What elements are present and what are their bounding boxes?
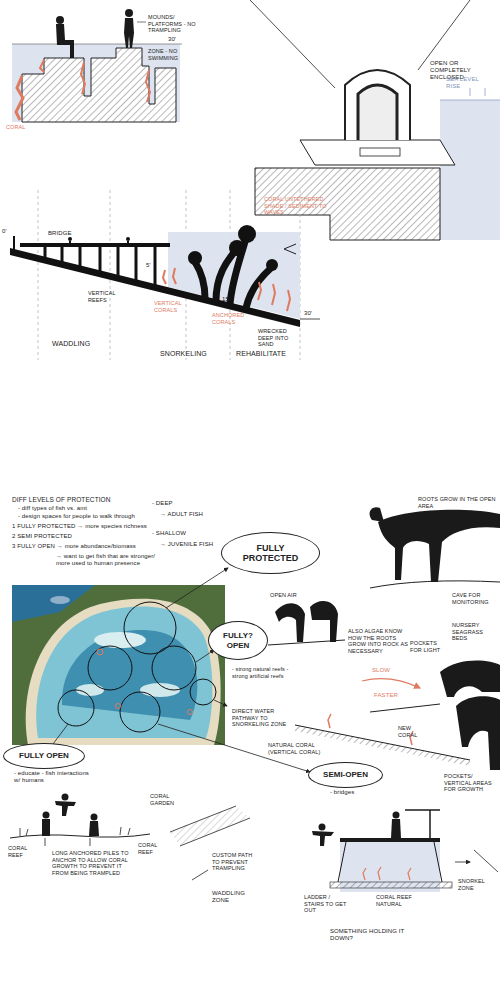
annotation: CUSTOM PATH TO PREVENT TRAMPLING — [212, 852, 258, 872]
zone-title: FULLY? OPEN — [221, 631, 255, 649]
annotation: ANCHORED CORALS — [212, 312, 252, 325]
annotation: SLOW — [372, 667, 396, 674]
annotation: WADDLING ZONE — [212, 890, 258, 904]
annotation: 30' — [304, 310, 322, 317]
circled-zone: SEMI-OPEN — [308, 762, 383, 788]
annotation: → want to get fish that are stronger/ mo… — [56, 553, 166, 567]
annotation: 2 SEMI PROTECTED — [12, 533, 112, 540]
annotation: NEW CORAL — [398, 725, 428, 738]
annotation: 5' — [146, 262, 158, 269]
annotation: ROOTS GROW IN THE OPEN AREA — [418, 496, 496, 509]
annotation: OPEN AIR — [270, 592, 302, 599]
annotation: NURSERY SEAGRASS BEDS — [452, 622, 496, 642]
annotation: CORAL GARDEN — [150, 793, 190, 806]
annotation: - strong natural reefs - strong artifici… — [232, 666, 290, 679]
annotation: POCKETS/ VERTICAL AREAS FOR GROWTH — [444, 773, 496, 793]
annotation: SNORKEL ZONE — [458, 878, 496, 891]
zone-title: FULLY PROTECTED — [240, 543, 302, 564]
annotation: → JUVENILE FISH — [160, 541, 220, 548]
annotation: CORAL — [6, 124, 40, 131]
annotation: VERTICAL REEFS — [88, 290, 124, 303]
annotation: CAVE FOR MONITORING — [452, 592, 496, 605]
annotation: → ADULT FISH — [160, 511, 220, 518]
circled-zone: FULLY? OPEN — [208, 621, 268, 660]
annotation: SEA LEVEL RISE — [446, 76, 494, 90]
annotation: SOMETHING HOLDING IT DOWN? — [330, 928, 420, 942]
annotation: 3 FULLY OPEN → more abundance/biomass — [12, 543, 152, 550]
zone-title: FULLY OPEN — [19, 751, 69, 760]
annotation: 1 FULLY PROTECTED → more species richnes… — [12, 523, 152, 530]
annotation: FASTER — [374, 692, 404, 699]
annotation: MOUNDS/ PLATFORMS - NO TRAMPLING — [148, 14, 200, 34]
circled-zone: FULLY PROTECTED — [221, 532, 320, 574]
annotation: SNORKELING — [160, 350, 218, 358]
annotation: POCKETS FOR LIGHT — [410, 640, 442, 653]
annotation: - DEEP — [152, 500, 192, 507]
annotation: DIRECT WATER PATHWAY TO SNORKELING ZONE — [232, 708, 290, 728]
annotation: BRIDGE — [48, 230, 82, 237]
annotation: REHABILITATE — [236, 350, 298, 358]
annotation: CORAL REEF — [138, 842, 168, 855]
circled-zone: FULLY OPEN — [3, 743, 85, 769]
annotation: 0' — [2, 228, 16, 235]
annotation: NATURAL CORAL (VERTICAL CORAL) — [268, 742, 324, 755]
annotation: - SHALLOW — [152, 530, 197, 537]
annotation: LADDER / STAIRS TO GET OUT — [304, 894, 348, 914]
annotation: WRECKED DEEP INTO SAND — [258, 328, 300, 348]
annotation: 30' — [168, 36, 188, 43]
annotation: - diff types of fish vs. amt — [18, 505, 148, 512]
annotation: - design spaces for people to walk throu… — [18, 513, 158, 520]
annotation: CORAL UNTETHERED SHADE / SEDIMENT TO WAV… — [264, 196, 334, 216]
annotation: VERTICAL CORALS — [154, 300, 190, 313]
annotation: 15' — [222, 296, 236, 303]
annotation: CORAL REEF — [8, 845, 40, 858]
annotation: - educate - fish interactions w/ humans — [14, 770, 96, 784]
annotation: CORAL REEF NATURAL — [376, 894, 426, 907]
annotation: WADDLING — [52, 340, 102, 348]
annotation: ZONE - NO SWIMMING — [148, 48, 198, 61]
annotation: LONG ANCHORED PILES TO ANCHOR TO ALLOW C… — [52, 850, 130, 876]
annotation: ALSO ALGAE KNOW HOW THE ROOTS GROW INTO … — [348, 628, 410, 654]
zone-title: SEMI-OPEN — [323, 770, 368, 779]
annotation: - bridges — [330, 789, 370, 796]
annotation: DIFF LEVELS OF PROTECTION — [12, 496, 142, 504]
